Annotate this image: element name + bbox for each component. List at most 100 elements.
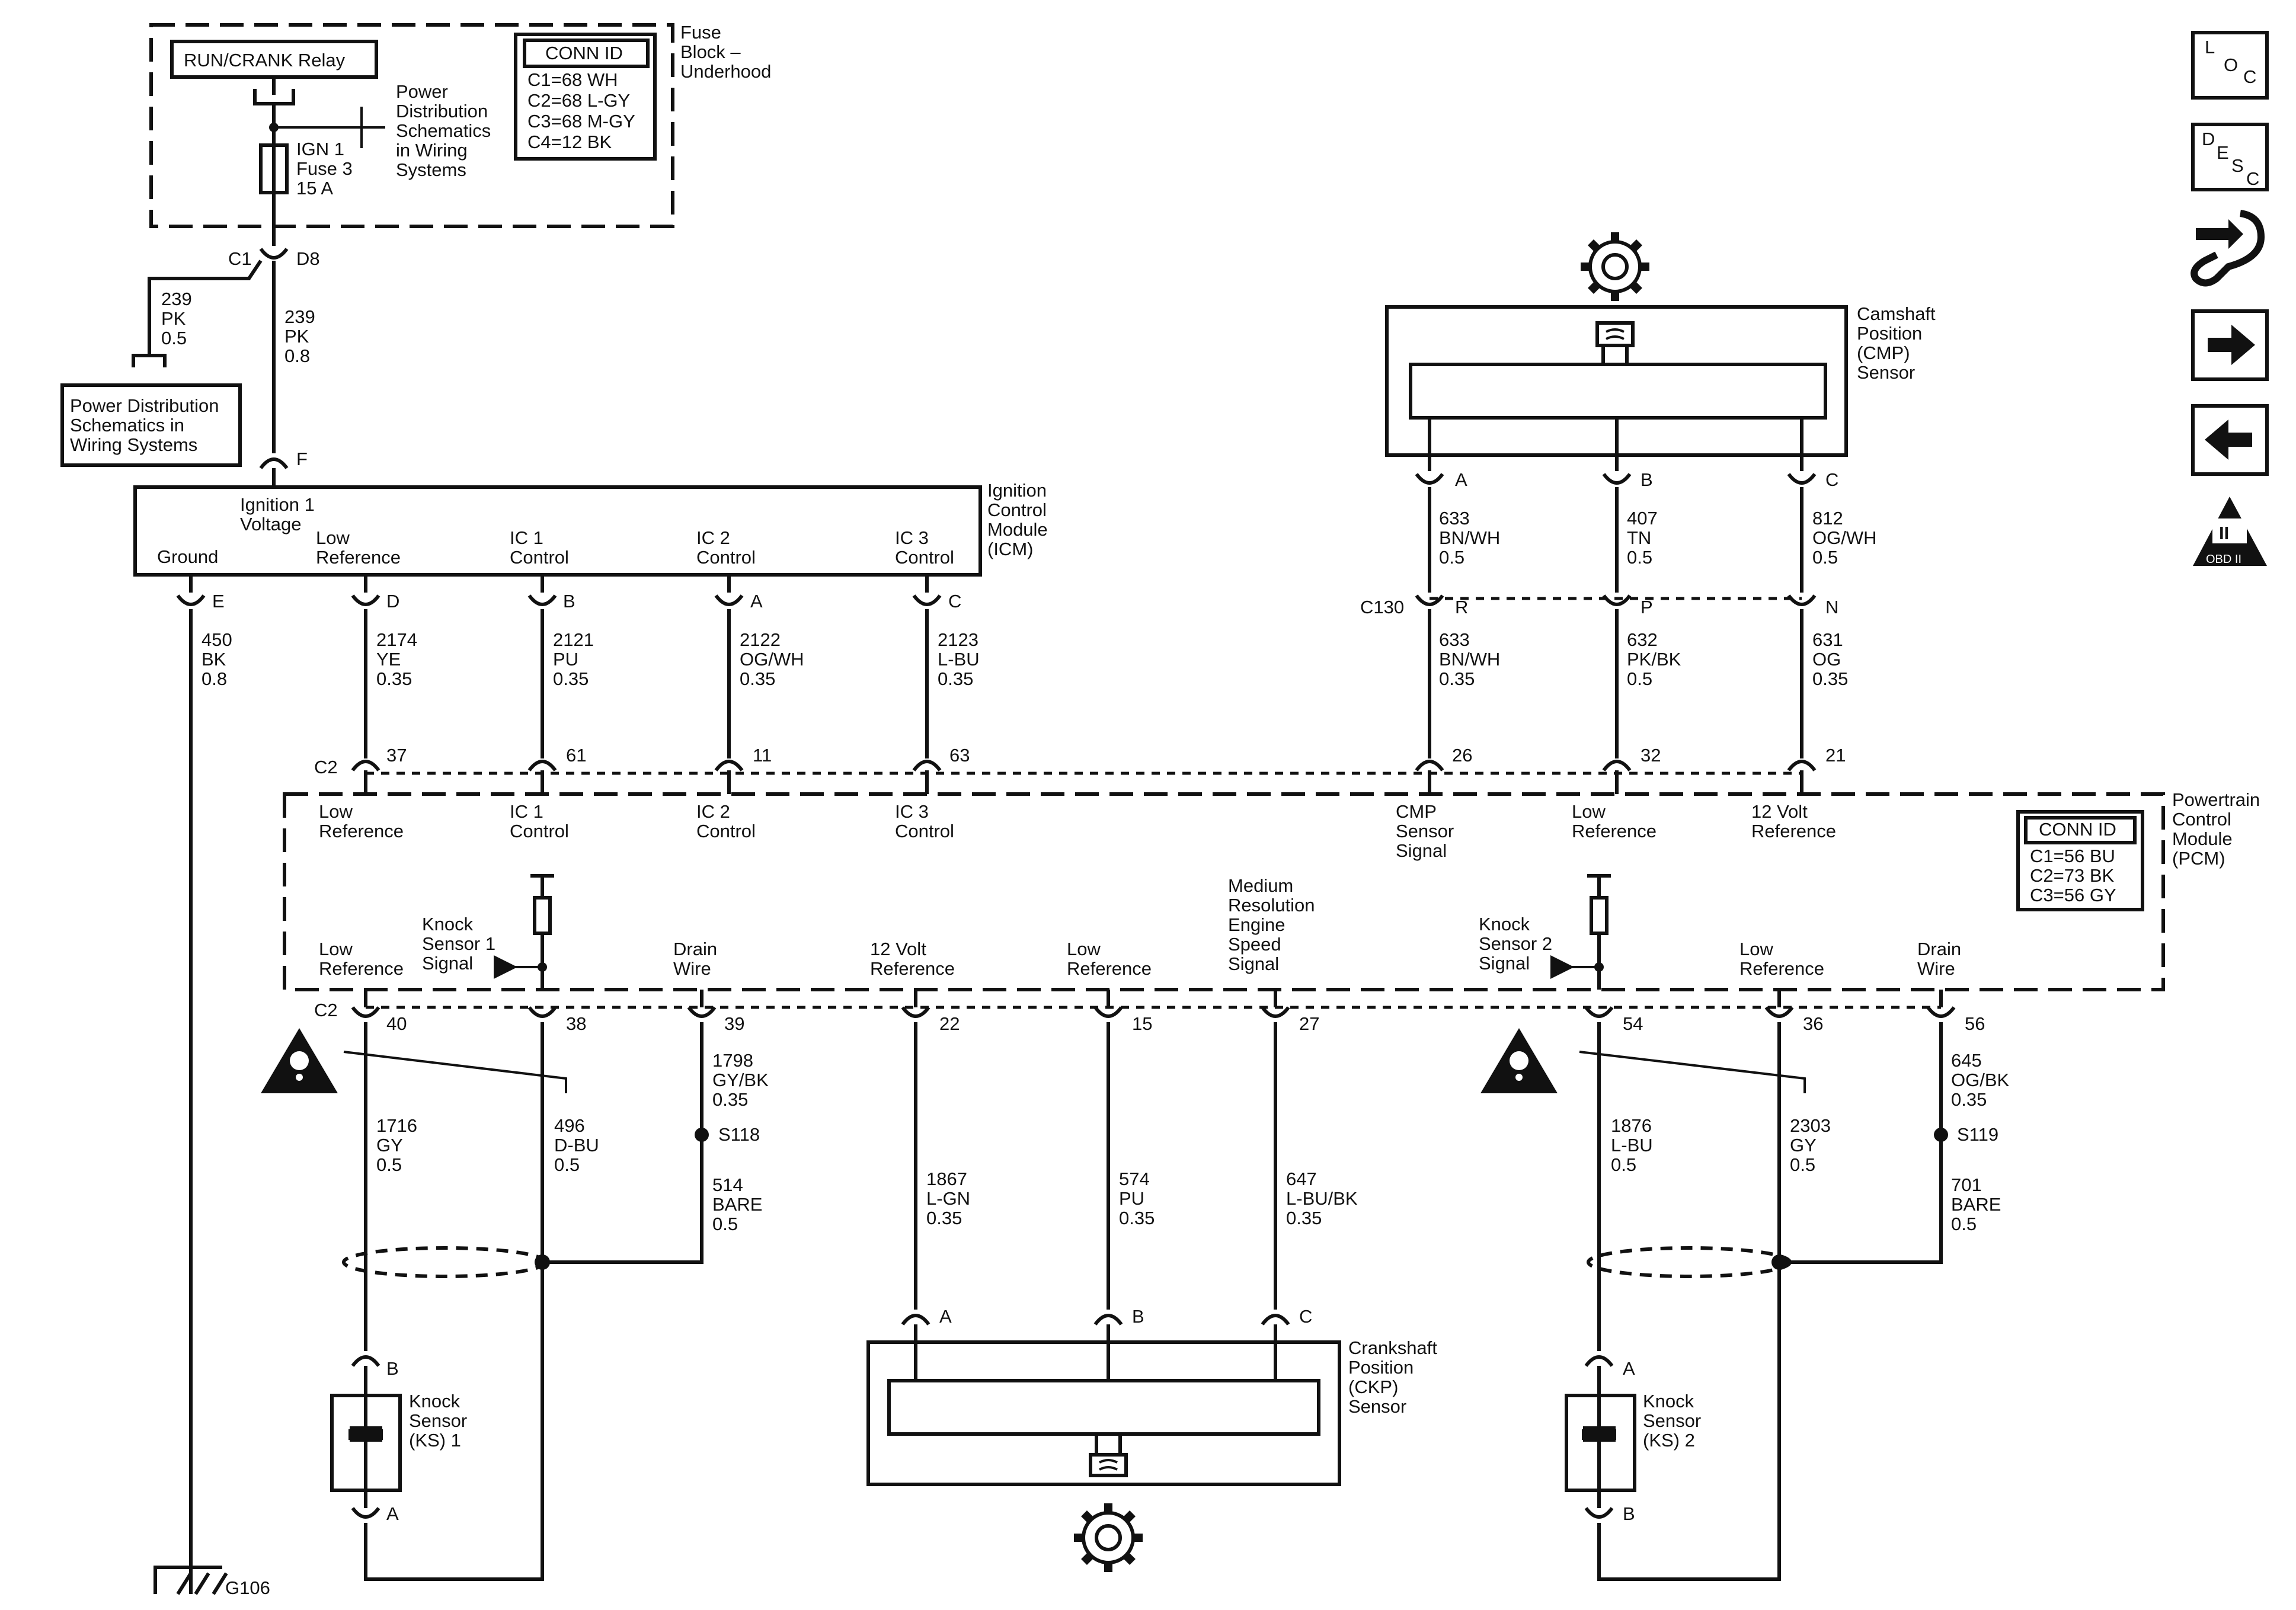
svg-text:0.35: 0.35 <box>712 1089 748 1110</box>
svg-text:E: E <box>212 591 225 612</box>
svg-text:Crankshaft: Crankshaft <box>1348 1337 1437 1358</box>
svg-text:C: C <box>1299 1306 1312 1327</box>
svg-text:S: S <box>2231 155 2244 176</box>
svg-text:Power Distribution: Power Distribution <box>70 395 219 416</box>
svg-text:Control: Control <box>895 547 954 568</box>
powertrain-control-module: Powertrain Control Module (PCM) CONN ID … <box>283 789 2260 991</box>
cmp-title: Camshaft Position (CMP) Sensor <box>1857 303 1936 383</box>
obd-ii-icon[interactable]: II OBD II <box>2193 497 2267 566</box>
icm-feed-pin: F <box>296 449 308 469</box>
c130-label: C130 <box>1360 597 1404 617</box>
cmp-wire-labels: 633 BN/WH 0.5 407 TN 0.5 812 OG/WH 0.5 <box>1439 508 1877 568</box>
svg-text:0.5: 0.5 <box>1790 1154 1815 1175</box>
nav-desc-button[interactable]: D E S C <box>2191 123 2269 191</box>
svg-text:C4=12 BK: C4=12 BK <box>527 132 612 152</box>
fuse-label: IGN 1 Fuse 3 15 A <box>296 139 353 199</box>
svg-text:(KS) 1: (KS) 1 <box>409 1430 461 1451</box>
svg-text:Low: Low <box>1572 801 1606 822</box>
svg-text:2174: 2174 <box>376 629 417 650</box>
svg-text:IC 1: IC 1 <box>510 801 543 822</box>
svg-text:C2=73 BK: C2=73 BK <box>2030 865 2115 886</box>
svg-text:A: A <box>1455 469 1467 490</box>
svg-text:Signal: Signal <box>1396 840 1447 861</box>
diagnostic-tool-icon[interactable] <box>2191 210 2265 287</box>
svg-text:26: 26 <box>1452 745 1472 766</box>
svg-text:Reference: Reference <box>1751 821 1836 841</box>
svg-text:1716: 1716 <box>376 1115 417 1136</box>
svg-text:0.35: 0.35 <box>926 1208 962 1228</box>
previous-page-arrow-icon[interactable] <box>2191 404 2269 476</box>
svg-text:0.5: 0.5 <box>376 1154 402 1175</box>
svg-text:496: 496 <box>554 1115 585 1136</box>
ks2-title: Knock Sensor (KS) 2 <box>1643 1391 1701 1451</box>
svg-text:Knock: Knock <box>409 1391 461 1411</box>
svg-text:Drain: Drain <box>673 939 717 959</box>
svg-text:63: 63 <box>949 745 970 766</box>
svg-text:(ICM): (ICM) <box>987 539 1033 559</box>
svg-text:OG/WH: OG/WH <box>740 649 804 670</box>
svg-text:812: 812 <box>1812 508 1843 529</box>
svg-text:0.35: 0.35 <box>740 668 775 689</box>
svg-text:239: 239 <box>284 306 315 327</box>
svg-text:0.5: 0.5 <box>161 328 187 348</box>
svg-text:IC 3: IC 3 <box>895 527 929 548</box>
svg-text:15: 15 <box>1132 1013 1152 1034</box>
svg-text:Block –: Block – <box>680 41 741 62</box>
svg-text:D: D <box>2202 129 2215 149</box>
svg-text:Control: Control <box>696 547 756 568</box>
next-page-arrow-icon[interactable] <box>2191 309 2269 381</box>
svg-text:21: 21 <box>1825 745 1846 766</box>
svg-text:Low: Low <box>319 939 353 959</box>
svg-text:Power: Power <box>396 81 448 102</box>
svg-text:Module: Module <box>987 519 1048 540</box>
svg-text:0.5: 0.5 <box>1627 547 1652 568</box>
svg-text:0.35: 0.35 <box>1951 1089 1987 1110</box>
svg-text:OG: OG <box>1812 649 1841 670</box>
svg-text:56: 56 <box>1965 1013 1985 1034</box>
svg-text:239: 239 <box>161 289 192 309</box>
ks1-wire-labels: 1716 GY 0.5 496 D-BU 0.5 1798 GY/BK 0.35… <box>376 1050 769 1234</box>
svg-text:TN: TN <box>1627 527 1651 548</box>
svg-text:645: 645 <box>1951 1050 1982 1071</box>
svg-text:CMP: CMP <box>1396 801 1437 822</box>
svg-text:Reference: Reference <box>319 958 404 979</box>
svg-text:Low: Low <box>316 527 350 548</box>
svg-text:GY/BK: GY/BK <box>712 1070 769 1090</box>
svg-text:Reference: Reference <box>1739 958 1824 979</box>
svg-text:C2: C2 <box>314 1000 338 1020</box>
svg-text:C3=68 M-GY: C3=68 M-GY <box>527 111 635 132</box>
power-ref-label: Power Distribution Schematics in Wiring … <box>396 81 491 180</box>
svg-text:Low: Low <box>1739 939 1773 959</box>
svg-text:0.35: 0.35 <box>1439 668 1475 689</box>
svg-text:N: N <box>1825 597 1838 617</box>
svg-text:A: A <box>386 1503 399 1524</box>
svg-text:D-BU: D-BU <box>554 1135 599 1156</box>
svg-text:Schematics: Schematics <box>396 120 491 141</box>
svg-text:Camshaft: Camshaft <box>1857 303 1936 324</box>
svg-text:C2=68 L-GY: C2=68 L-GY <box>527 90 630 111</box>
icm-wire-labels: 450 BK 0.8 2174 YE 0.35 2121 PU 0.35 212… <box>202 629 980 689</box>
svg-text:Speed: Speed <box>1228 934 1281 955</box>
svg-text:GY: GY <box>376 1135 403 1156</box>
svg-text:Position: Position <box>1857 323 1922 344</box>
svg-text:632: 632 <box>1627 629 1658 650</box>
svg-text:C2: C2 <box>314 757 338 777</box>
svg-text:L-BU: L-BU <box>938 649 980 670</box>
svg-text:0.5: 0.5 <box>712 1214 738 1234</box>
svg-text:40: 40 <box>386 1013 407 1034</box>
svg-text:Reference: Reference <box>870 958 955 979</box>
ground-symbol: G106 <box>154 1566 270 1598</box>
fuse-pin-label: D8 <box>296 248 320 269</box>
svg-text:Sensor: Sensor <box>1348 1396 1406 1417</box>
pcm-lower-pins: C2 40 38 39 22 15 27 54 36 56 <box>314 990 1985 1034</box>
ign-feed-wire-label: 239 PK 0.8 <box>284 306 315 366</box>
svg-text:YE: YE <box>376 649 401 670</box>
svg-text:Fuse: Fuse <box>680 22 721 43</box>
nav-loc-button[interactable]: L O C <box>2191 31 2269 100</box>
power-distribution-box: Power Distribution Schematics in Wiring … <box>60 383 242 467</box>
svg-text:IC 2: IC 2 <box>696 801 730 822</box>
svg-text:450: 450 <box>202 629 232 650</box>
svg-text:B: B <box>1132 1306 1144 1327</box>
svg-text:574: 574 <box>1119 1169 1150 1189</box>
gear-icon <box>1581 232 1649 301</box>
